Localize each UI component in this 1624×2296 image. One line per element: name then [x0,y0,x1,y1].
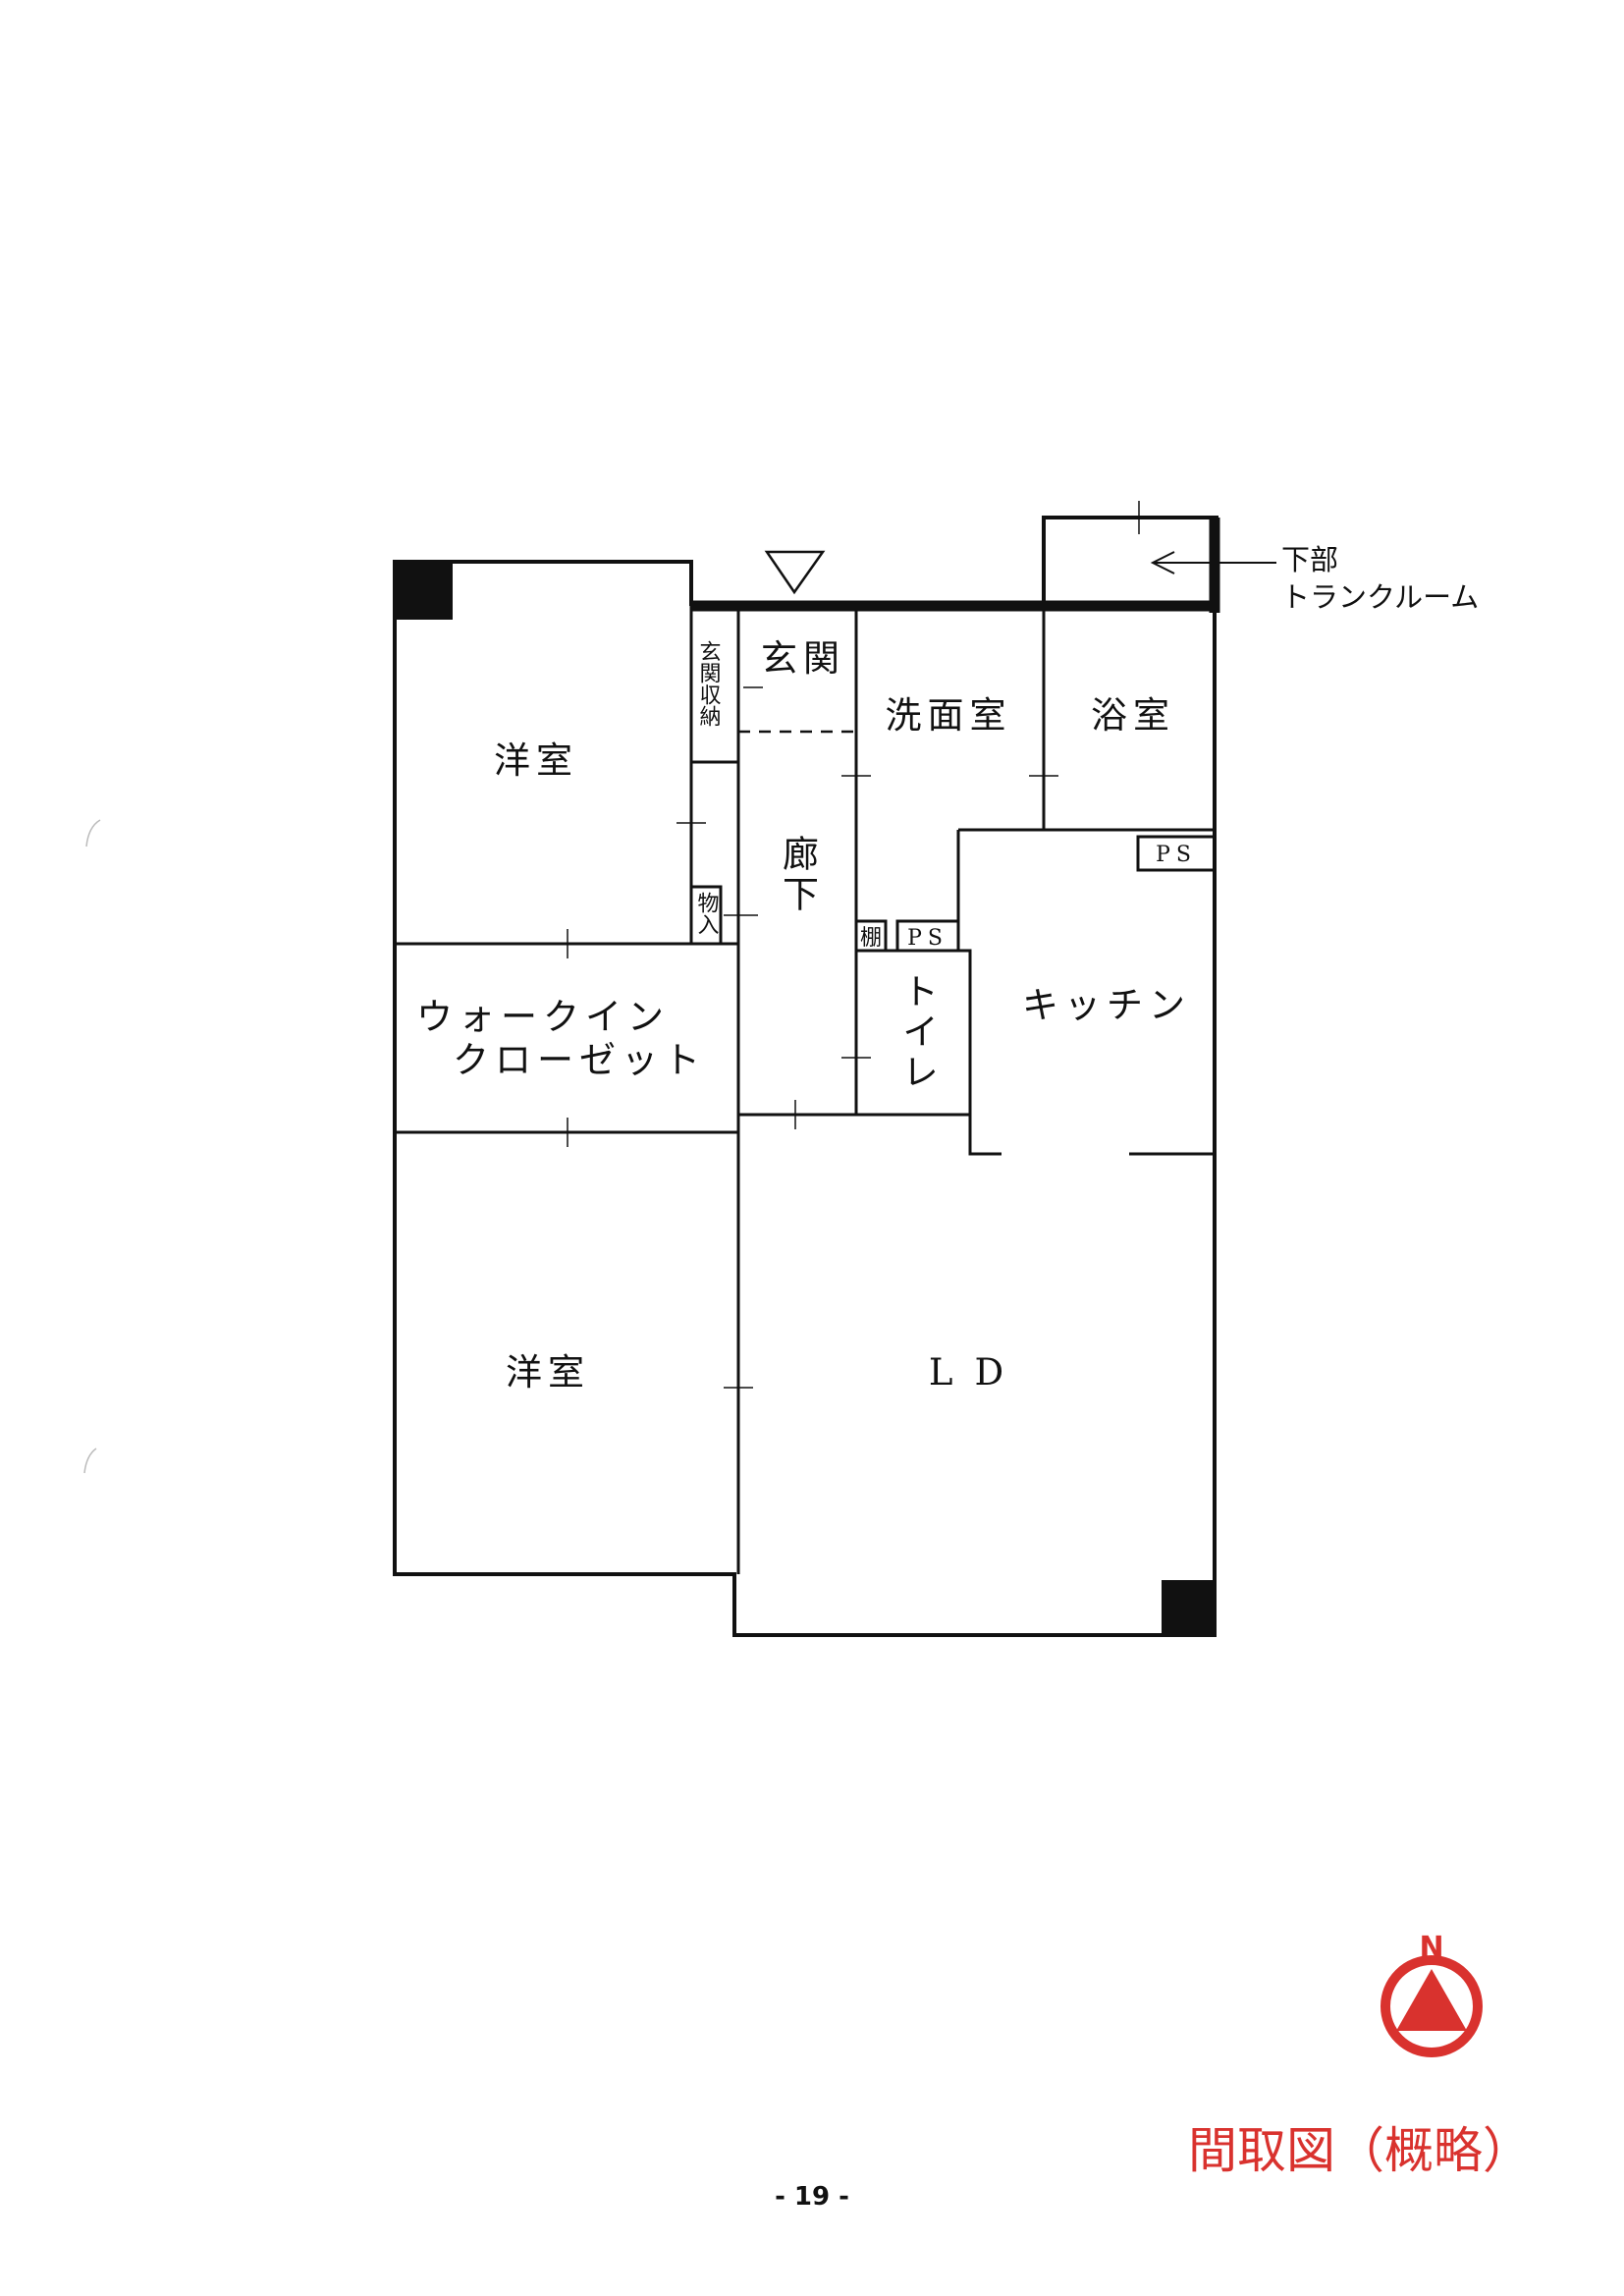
room-walk-in-closet-line2: クローゼット [453,1039,706,1081]
room-entrance: 玄関 [761,637,845,680]
page-number: - 19 - [775,2182,849,2212]
room-shelf: 棚 [860,926,882,951]
corner-pillar [395,562,453,620]
room-corridor: 廊下 [777,835,819,915]
room-western-north: 洋室 [494,739,578,782]
room-western-south: 洋室 [506,1351,590,1394]
room-toilet: トイレ [896,972,939,1093]
room-entrance-storage: 玄関収納 [696,640,722,727]
scan-mark [83,1448,97,1474]
room-living-dining: LD [929,1351,1025,1394]
annotation-arrow-icon [1150,551,1276,574]
room-bathroom: 浴室 [1091,694,1175,737]
room-washroom: 洗面室 [886,694,1012,737]
entrance-triangle-icon [764,550,826,595]
room-pipe-space-toilet: PS [907,926,948,951]
north-compass-icon: N [1380,1931,1483,2057]
plan-title: 間取図（概略） [1188,2122,1532,2179]
room-walk-in-closet-line1: ウォークイン [416,996,670,1038]
corner-pillar [1162,1580,1215,1635]
annotation-line1: 下部 [1281,543,1338,576]
room-pipe-space-kitchen: PS [1156,843,1197,867]
room-closet: 物入 [694,892,720,935]
outer-walls [393,516,1220,1637]
interior-walls [395,604,1217,1574]
scan-mark [85,819,101,847]
door-markers [567,501,1140,1389]
annotation-line2: トランクルーム [1281,580,1479,614]
room-kitchen: キッチン [1022,984,1191,1026]
